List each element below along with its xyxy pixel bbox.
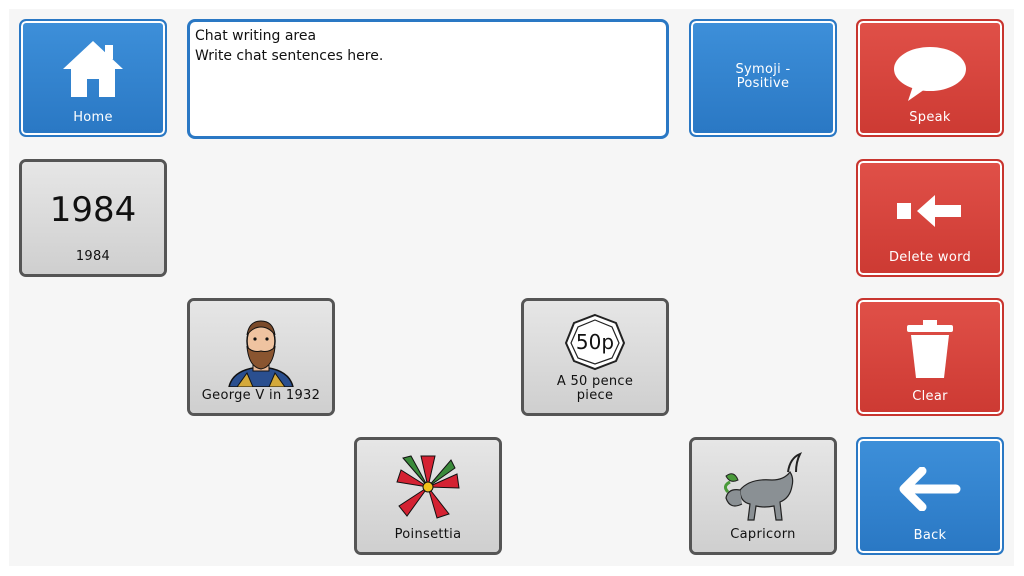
clear-button[interactable]: Clear — [856, 298, 1004, 416]
delete-word-label: Delete word — [888, 250, 972, 265]
back-button[interactable]: Back — [856, 437, 1004, 555]
speak-button[interactable]: Speak — [856, 19, 1004, 137]
george-label: George V in 1932 — [201, 388, 321, 403]
delete-arrow-icon — [897, 195, 961, 227]
back-label: Back — [913, 528, 947, 543]
fifty-pence-coin-text: 50p — [575, 330, 615, 354]
speak-label: Speak — [909, 110, 951, 125]
poinsettia-icon — [396, 455, 460, 519]
home-icon — [63, 41, 123, 97]
home-label: Home — [73, 110, 113, 125]
speech-bubble-icon — [894, 47, 966, 101]
fifty-pence-coin-icon — [564, 313, 626, 371]
chat-placeholder: Write chat sentences here. — [195, 48, 384, 64]
chat-writing-area[interactable]: Chat writing area Write chat sentences h… — [187, 19, 669, 139]
george-v-portrait-icon — [228, 320, 294, 387]
tile-poinsettia[interactable]: Poinsettia — [354, 437, 502, 555]
home-button[interactable]: Home — [19, 19, 167, 137]
tile-capricorn[interactable]: Capricorn — [689, 437, 837, 555]
tile-george-v[interactable]: George V in 1932 — [187, 298, 335, 416]
chat-title: Chat writing area — [195, 28, 317, 44]
clear-label: Clear — [912, 389, 948, 404]
tile-1984[interactable]: 1984 1984 — [19, 159, 167, 277]
trash-can-icon — [907, 320, 953, 378]
year-number: 1984 — [49, 190, 137, 230]
year-label: 1984 — [75, 249, 111, 264]
fifty-pence-label: A 50 pence piece — [556, 374, 634, 403]
delete-word-button[interactable]: Delete word — [856, 159, 1004, 277]
back-arrow-icon — [899, 467, 961, 511]
symoji-positive-button[interactable]: Symoji - Positive — [689, 19, 837, 137]
capricorn-label: Capricorn — [730, 527, 796, 542]
capricorn-goat-icon — [723, 452, 803, 521]
poinsettia-label: Poinsettia — [394, 527, 462, 542]
symoji-label: Symoji - Positive — [735, 62, 791, 91]
tile-50-pence[interactable]: 50p A 50 pence piece — [521, 298, 669, 416]
